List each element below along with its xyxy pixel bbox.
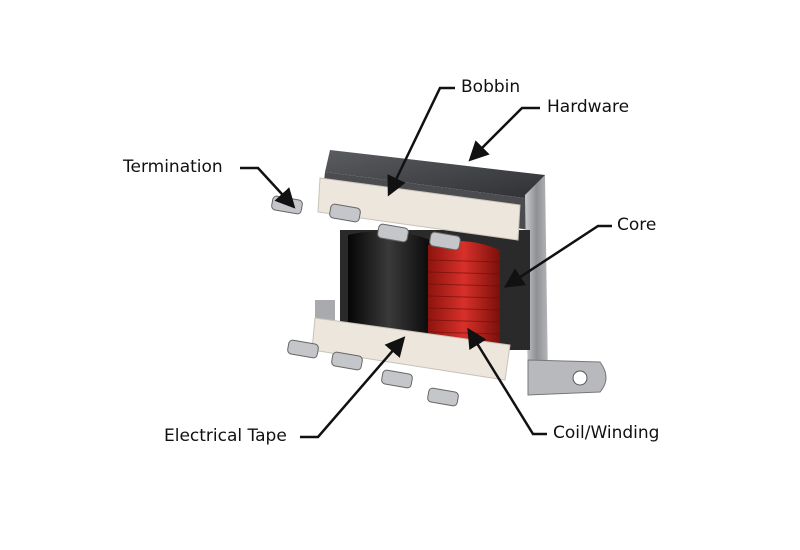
label-termination: Termination (123, 157, 223, 177)
electrical-tape-leader (300, 336, 406, 439)
bobbin (311, 177, 521, 381)
hardware-leader (468, 106, 540, 162)
termination-leader (240, 166, 296, 209)
leader-lines (240, 86, 612, 439)
label-electrical-tape: Electrical Tape (164, 426, 287, 446)
core-leader (503, 224, 612, 288)
coil-winding (427, 241, 501, 352)
coil-winding-leader (467, 327, 547, 436)
black-winding (348, 231, 430, 355)
bobbin-leader (387, 86, 455, 197)
label-hardware: Hardware (547, 97, 630, 117)
label-bobbin: Bobbin (461, 77, 521, 97)
label-coil-winding: Coil/Winding (553, 423, 660, 443)
label-core: Core (617, 215, 657, 235)
